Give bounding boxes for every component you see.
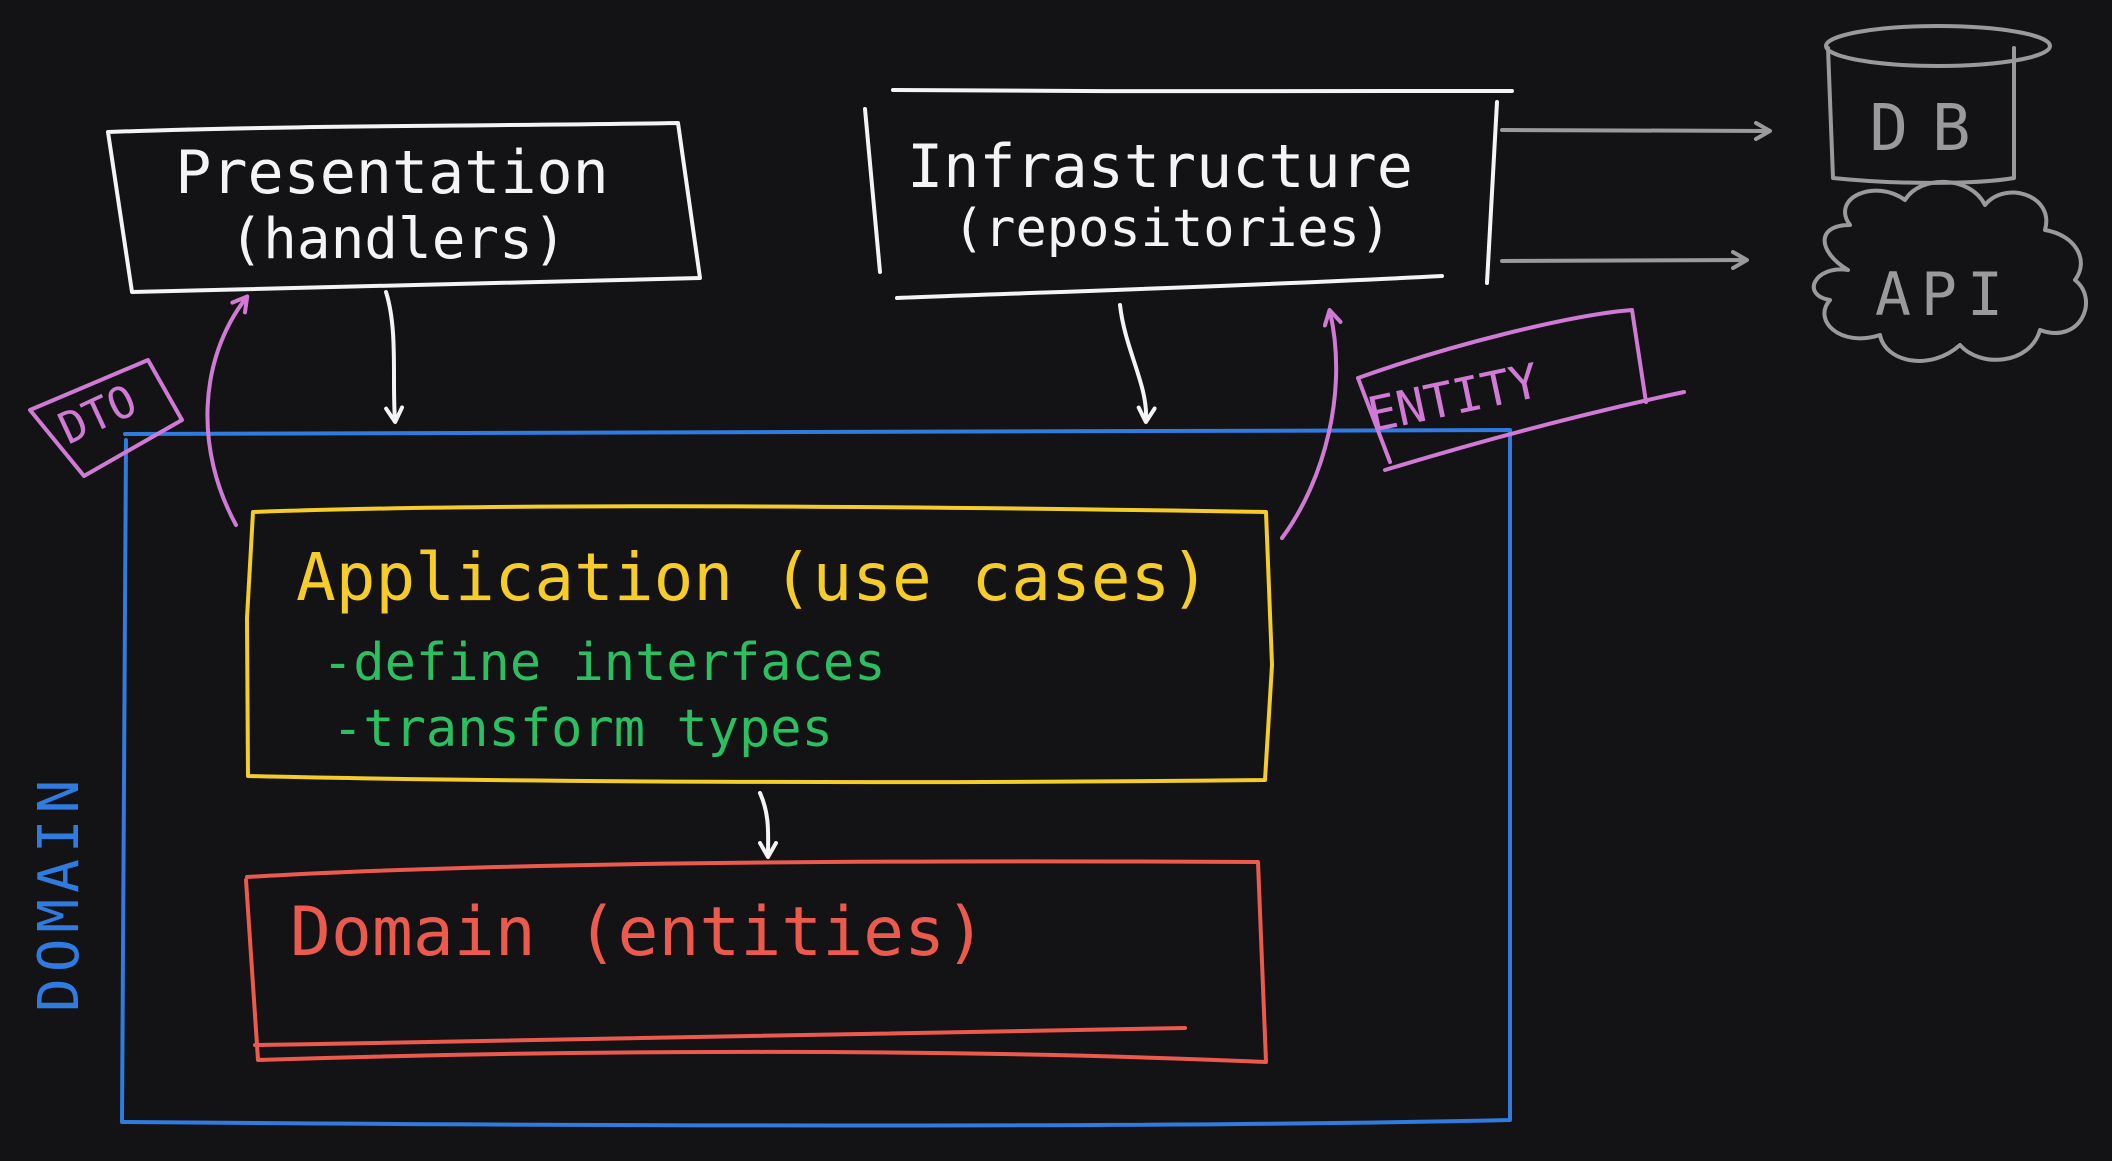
- arrow-infrastructure-to-api: [1500, 250, 1749, 271]
- infrastructure-subtitle: (repositories): [953, 199, 1391, 259]
- domain-region-border: [120, 428, 1512, 1128]
- application-box-border: [245, 504, 1274, 785]
- dto-tag-label: DTO: [51, 375, 145, 455]
- presentation-box-border: [106, 121, 702, 294]
- application-bullet-interfaces: -define interfaces: [322, 633, 886, 693]
- arrow-presentation-to-application: [384, 290, 405, 424]
- api-label: API: [1875, 260, 2013, 330]
- presentation-box: Presentation (handlers): [106, 121, 702, 294]
- dto-tag: DTO: [28, 358, 184, 478]
- presentation-title: Presentation: [175, 138, 608, 208]
- entity-tag-border: [1356, 308, 1686, 472]
- db-cylinder: DB: [1824, 24, 2052, 185]
- infrastructure-box-border: [863, 88, 1514, 300]
- infrastructure-box: Infrastructure (repositories): [863, 88, 1514, 300]
- db-label: DB: [1869, 92, 1994, 166]
- domain-region-label: DOMAIN: [27, 774, 92, 1012]
- arrow-infrastructure-to-db: [1500, 120, 1772, 141]
- application-bullet-transform: -transform types: [332, 699, 833, 759]
- domain-box-border: [244, 859, 1268, 1064]
- domain-box-title: Domain (entities): [290, 893, 986, 972]
- arrow-dto-to-presentation: [205, 294, 250, 527]
- api-cloud: API: [1811, 179, 2088, 363]
- domain-box: Domain (entities): [244, 859, 1268, 1064]
- arrow-application-to-domain: [758, 791, 779, 859]
- entity-tag: ENTITY: [1356, 308, 1686, 472]
- arrow-entity-to-infrastructure: [1280, 308, 1343, 540]
- api-cloud-outline: [1811, 179, 2088, 363]
- db-cylinder-top: [1824, 24, 2052, 68]
- arrow-infrastructure-to-application: [1118, 303, 1157, 424]
- dto-tag-border: [28, 358, 184, 478]
- application-box: Application (use cases) -define interfac…: [245, 504, 1274, 785]
- domain-region: DOMAIN: [27, 428, 1512, 1128]
- application-title: Application (use cases): [296, 539, 1210, 616]
- infrastructure-title: Infrastructure: [907, 132, 1413, 202]
- presentation-subtitle: (handlers): [229, 207, 566, 272]
